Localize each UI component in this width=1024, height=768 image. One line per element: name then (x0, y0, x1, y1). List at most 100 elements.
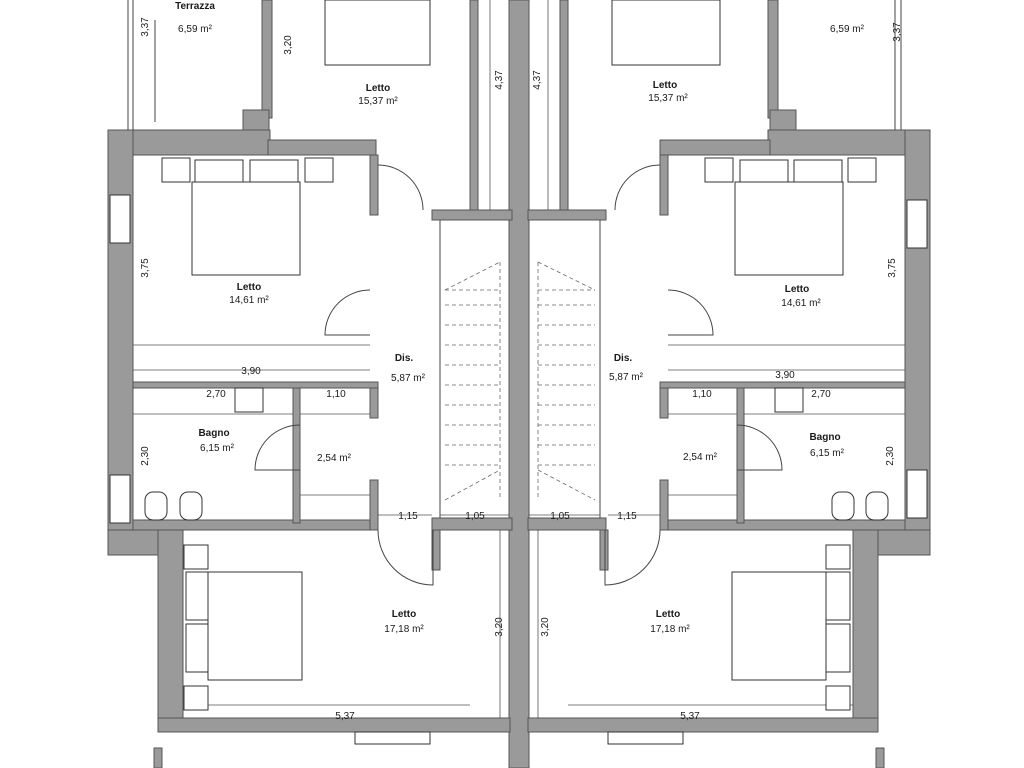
window (109, 194, 131, 244)
dimension-label: 3,20 (494, 617, 505, 637)
wall (736, 387, 745, 524)
wall (527, 517, 607, 531)
dimension-label: 3,37 (892, 22, 903, 42)
dimension-label: 2,30 (885, 446, 896, 466)
room-name-bagno-left: Bagno (198, 428, 229, 439)
room-name-letto-mid-right: Letto (785, 284, 809, 295)
dimension-label: 4,37 (494, 70, 505, 90)
pillow (793, 159, 843, 185)
bed (207, 571, 303, 681)
wall (267, 139, 377, 156)
wall (157, 717, 511, 733)
room-name-letto-bottom-right: Letto (656, 609, 680, 620)
dimension-labels: 3,37 3,37 3,20 4,37 4,37 3,75 3,75 3,90 … (140, 17, 903, 722)
guide-lines (127, 0, 905, 718)
furniture (144, 0, 889, 745)
wall (599, 529, 609, 571)
dimension-label: 2,70 (206, 389, 226, 400)
door-swings (254, 164, 783, 586)
dimension-label: 1,15 (617, 511, 637, 522)
nightstand (847, 157, 877, 183)
dimension-label: 1,10 (326, 389, 346, 400)
door-swing (377, 529, 434, 586)
dimension-label: 5,37 (680, 711, 700, 722)
wall (261, 0, 273, 119)
bidet (831, 491, 855, 521)
bed (324, 0, 431, 66)
room-name-bagno-right: Bagno (809, 432, 840, 443)
room-area-letto-mid-left: 14,61 m² (229, 295, 269, 306)
wall (875, 747, 885, 768)
wall (852, 529, 879, 721)
room-area-dis-right: 5,87 m² (609, 372, 644, 383)
room-name-terrazza-left: Terrazza (175, 1, 215, 12)
door-swing (254, 424, 301, 471)
room-area-terrazza-left: 6,59 m² (178, 24, 213, 35)
wall (659, 139, 771, 156)
wall (659, 154, 669, 216)
wall (431, 529, 441, 571)
door-swing (736, 424, 783, 471)
wall (659, 381, 906, 389)
wall (369, 154, 379, 216)
wall (431, 209, 513, 221)
staircase (439, 220, 601, 518)
room-area-closet-left: 2,54 m² (317, 453, 352, 464)
wall (132, 519, 379, 531)
door-swing (377, 164, 424, 211)
walls (107, 0, 931, 768)
pillow (185, 571, 211, 621)
room-name-letto-bottom-left: Letto (392, 609, 416, 620)
bed (611, 0, 721, 66)
room-area-closet-right: 2,54 m² (683, 452, 718, 463)
nightstand (304, 157, 334, 183)
room-area-dis-left: 5,87 m² (391, 373, 426, 384)
toilet (865, 491, 889, 521)
nightstand (183, 544, 209, 570)
dimension-label: 1,10 (692, 389, 712, 400)
sink (234, 387, 264, 413)
pillow (249, 159, 299, 185)
dimension-label: 3,20 (283, 35, 294, 55)
room-area-letto-top-right: 15,37 m² (648, 93, 688, 104)
door-swing (614, 164, 661, 211)
bed (734, 181, 844, 276)
window (607, 731, 684, 745)
dimension-label: 3,90 (241, 366, 261, 377)
nightstand (183, 685, 209, 711)
window (109, 474, 131, 524)
dimension-label: 1,15 (398, 511, 418, 522)
wall (132, 381, 379, 389)
window (354, 731, 431, 745)
dimension-label: 1,05 (465, 511, 485, 522)
dimension-label: 2,70 (811, 389, 831, 400)
room-area-letto-bottom-right: 17,18 m² (650, 624, 690, 635)
room-name-letto-top-left: Letto (366, 83, 390, 94)
room-name-dis-left: Dis. (395, 353, 414, 364)
room-area-bagno-right: 6,15 m² (810, 448, 845, 459)
toilet (144, 491, 168, 521)
wall (157, 529, 184, 721)
bed (731, 571, 827, 681)
pillow (194, 159, 244, 185)
central-party-wall (508, 0, 530, 768)
dimension-label: 4,37 (532, 70, 543, 90)
wall (659, 479, 669, 531)
door-swing (324, 289, 371, 336)
window (906, 199, 928, 249)
nightstand (704, 157, 734, 183)
nightstand (825, 544, 851, 570)
room-name-dis-right: Dis. (614, 353, 633, 364)
pillow (739, 159, 789, 185)
pillow (185, 623, 211, 673)
wall (153, 747, 163, 768)
wall (242, 109, 270, 133)
dimension-label: 3,90 (775, 370, 795, 381)
wall (767, 0, 779, 119)
nightstand (825, 685, 851, 711)
room-name-letto-top-right: Letto (653, 80, 677, 91)
dimension-label: 3,75 (140, 258, 151, 278)
room-labels: Terrazza 6,59 m² 6,59 m² Letto 15,37 m² … (175, 1, 865, 635)
window (906, 469, 928, 519)
